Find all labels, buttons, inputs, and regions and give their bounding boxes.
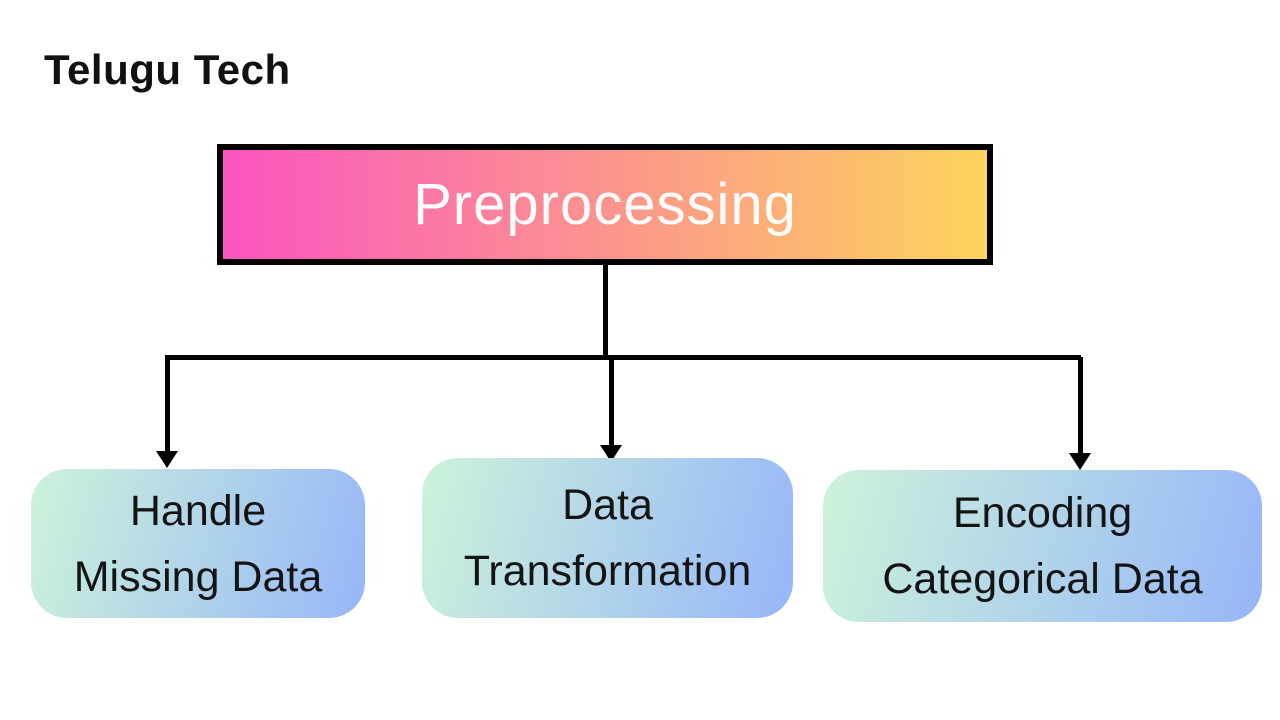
arrow-down-right-icon [1069, 453, 1091, 470]
node-label-line: Missing Data [73, 552, 323, 601]
connector-horizontal-rail [165, 355, 1081, 360]
node-label-line: Categorical Data [882, 555, 1203, 603]
node-label-line: Transformation [463, 547, 752, 595]
brand-watermark: Telugu Tech [44, 46, 291, 93]
arrow-down-left-icon [156, 451, 178, 468]
node-data-transformation: Data Transformation [422, 458, 793, 618]
node-label-line: Handle [129, 486, 267, 535]
node-encoding-categorical-data: Encoding Categorical Data [823, 470, 1262, 622]
node-handle-missing-data: Handle Missing Data [31, 469, 365, 618]
connector-root-stem [603, 263, 608, 357]
node-preprocessing-label: Preprocessing [413, 172, 797, 237]
arrow-down-middle-icon [600, 445, 622, 462]
node-label-line: Data [562, 481, 653, 529]
connector-left-stem [165, 357, 170, 453]
connector-right-stem [1078, 357, 1083, 455]
connector-middle-stem [609, 359, 614, 447]
node-label-line: Encoding [952, 489, 1133, 537]
node-preprocessing: Preprocessing [217, 144, 993, 265]
